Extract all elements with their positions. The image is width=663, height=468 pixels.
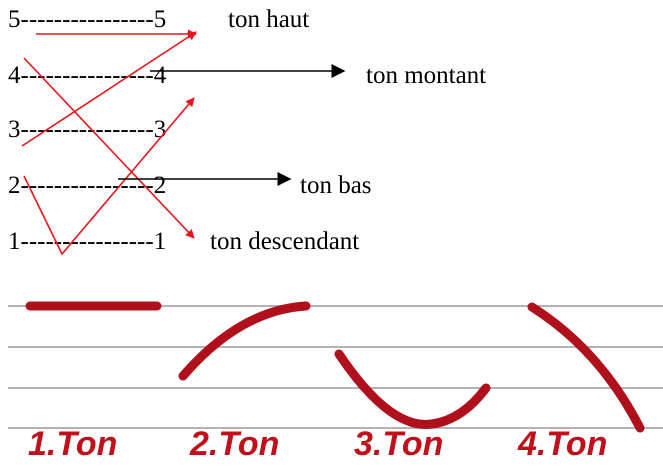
scale-row-3: 3----------------3 — [8, 116, 167, 143]
label-ton-bas: ton bas — [300, 172, 372, 199]
label-ton-descendant: ton descendant — [210, 228, 360, 255]
label-ton-montant: ton montant — [366, 62, 487, 89]
tone-label-2: 2.Ton — [190, 425, 280, 463]
tone-2-curve — [178, 301, 311, 381]
tone-4-curve — [527, 302, 645, 433]
arrow-3-to-5 — [21, 31, 197, 147]
tone-label-3: 3.Ton — [354, 425, 444, 463]
scale-row-1: 1----------------1 — [8, 228, 167, 255]
tone-label-4: 4.Ton — [518, 425, 608, 463]
label-ton-haut: ton haut — [228, 6, 310, 33]
scale-row-4: 4----------------4 — [8, 62, 167, 89]
arrow-4-to-1 — [23, 57, 195, 239]
tone-3-curve — [334, 349, 491, 429]
tone-arrows — [21, 29, 346, 256]
arrow-2-1-4 — [23, 97, 195, 256]
scale-row-5: 5----------------5 — [8, 6, 167, 33]
tone-label-1: 1.Ton — [28, 425, 118, 463]
